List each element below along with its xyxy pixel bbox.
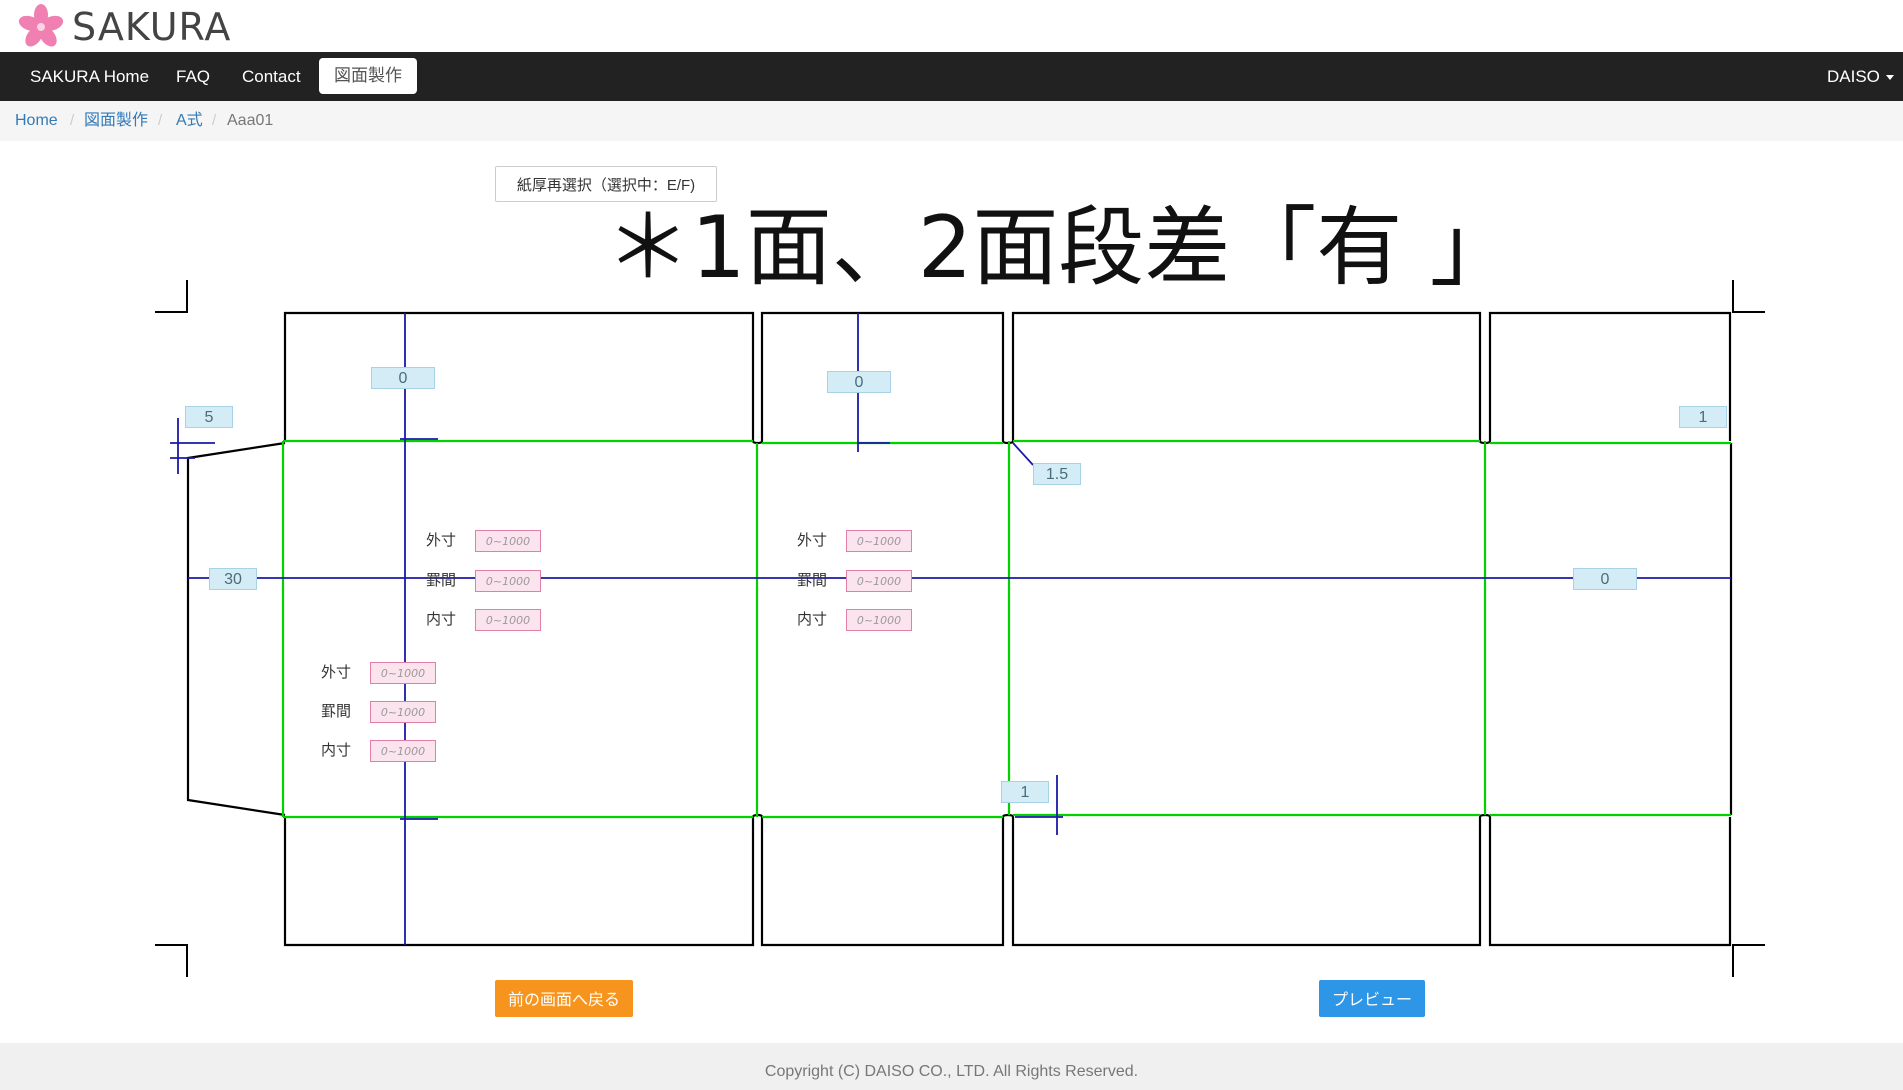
dimension-lines (170, 313, 1731, 945)
right-top-value[interactable]: 1 (1679, 406, 1727, 428)
box-outline (186, 311, 1733, 947)
panel2-inner-label: 内寸 (797, 610, 828, 628)
height-inner-label: 内寸 (321, 741, 352, 759)
panel1-outer-input[interactable] (475, 530, 541, 552)
panel2-inner-input[interactable] (846, 609, 912, 631)
nav-home[interactable]: SAKURA Home (30, 67, 150, 86)
breadcrumb-drawing[interactable]: 図面製作 (84, 112, 149, 129)
panel2-crease-input[interactable] (846, 570, 912, 592)
height-outer-label: 外寸 (321, 663, 352, 681)
sakura-flower-icon (18, 4, 64, 47)
breadcrumb-current: Aaa01 (227, 112, 274, 129)
panel1-crease-label: 罫間 (426, 571, 457, 589)
main-navbar: SAKURA Home FAQ Contact 図面製作 DAISO (0, 52, 1903, 101)
corner-marks (155, 280, 1765, 977)
glue-flap-top-value[interactable]: 5 (185, 406, 233, 428)
nav-drawing[interactable]: 図面製作 (319, 58, 417, 94)
breadcrumb-home[interactable]: Home (15, 112, 58, 129)
user-menu[interactable]: DAISO (1827, 52, 1894, 101)
breadcrumb-a-type[interactable]: A式 (176, 112, 203, 129)
panel1-flap-height-value[interactable]: 0 (371, 367, 435, 389)
glue-flap-width-value[interactable]: 30 (209, 568, 257, 590)
brand-name[interactable]: SAKURA (72, 5, 232, 49)
bottom-offset-value[interactable]: 1 (1001, 781, 1049, 803)
panel2-outer-label: 外寸 (797, 531, 828, 549)
panel1-inner-input[interactable] (475, 609, 541, 631)
height-crease-label: 罫間 (321, 702, 352, 720)
footer-copyright: Copyright (C) DAISO CO., LTD. All Rights… (764, 1063, 1139, 1080)
nav-contact[interactable]: Contact (242, 67, 301, 86)
panel2-flap-height-value[interactable]: 0 (827, 371, 891, 393)
right-mid-value[interactable]: 0 (1573, 568, 1637, 590)
breadcrumb: Home / 図面製作 / A式 / Aaa01 (0, 101, 1903, 141)
nav-faq[interactable]: FAQ (176, 67, 211, 86)
panel2-crease-label: 罫間 (797, 571, 828, 589)
user-name: DAISO (1827, 67, 1880, 86)
panel1-crease-input[interactable] (475, 570, 541, 592)
height-inner-input[interactable] (370, 740, 436, 762)
breadcrumb-separator: / (70, 112, 75, 129)
back-button[interactable]: 前の画面へ戻る (495, 980, 633, 1017)
height-crease-input[interactable] (370, 701, 436, 723)
caret-down-icon (1885, 75, 1894, 81)
footer (0, 1043, 1903, 1090)
height-outer-input[interactable] (370, 662, 436, 684)
preview-button[interactable]: プレビュー (1319, 980, 1425, 1017)
paper-thickness-reselect-button[interactable]: 紙厚再選択（選択中：E/F) (495, 166, 717, 202)
panel1-inner-label: 内寸 (426, 610, 457, 628)
top-header: SAKURA (0, 0, 1903, 52)
panel2-outer-input[interactable] (846, 530, 912, 552)
step-difference-headline: ＊1面、2面段差「有 」 (605, 198, 1516, 298)
panel1-outer-label: 外寸 (426, 531, 457, 549)
breadcrumb-separator: / (158, 112, 163, 129)
gap-value[interactable]: 1.5 (1033, 463, 1081, 485)
breadcrumb-separator: / (212, 112, 217, 129)
